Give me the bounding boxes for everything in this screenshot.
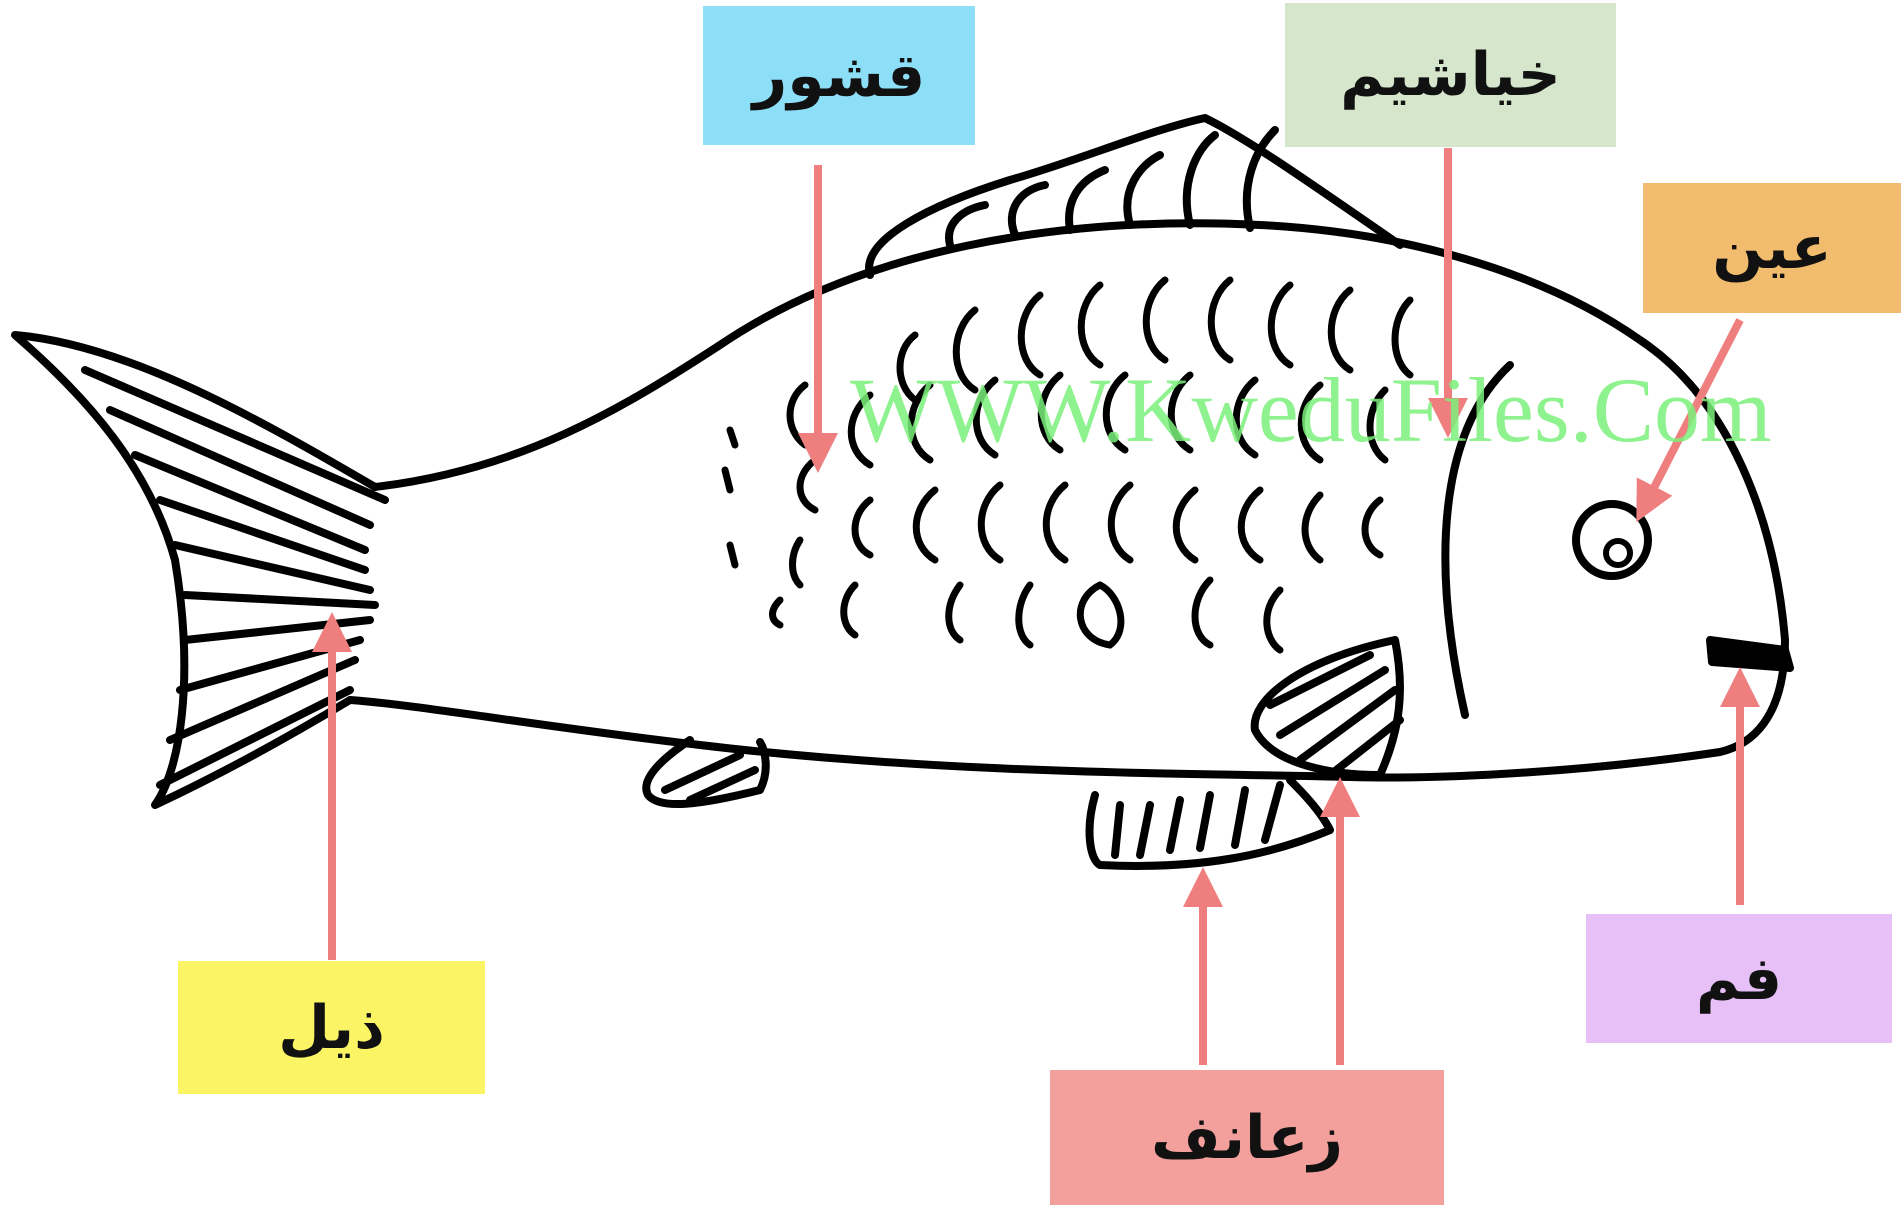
pointer-arrows — [332, 148, 1740, 1065]
label-scales: قشور — [703, 6, 975, 145]
fish-body-outline — [350, 223, 1785, 777]
tail-outline — [15, 335, 375, 805]
label-mouth: فم — [1586, 914, 1892, 1043]
label-gills: خياشيم — [1285, 3, 1616, 147]
label-fins: زعانف — [1050, 1070, 1444, 1205]
mouth-line — [1710, 640, 1790, 668]
label-tail: ذيل — [178, 961, 485, 1094]
watermark: WWW.KweduFiles.Com — [850, 355, 1830, 465]
label-eye: عين — [1643, 183, 1901, 313]
scales-pattern — [725, 280, 1410, 650]
